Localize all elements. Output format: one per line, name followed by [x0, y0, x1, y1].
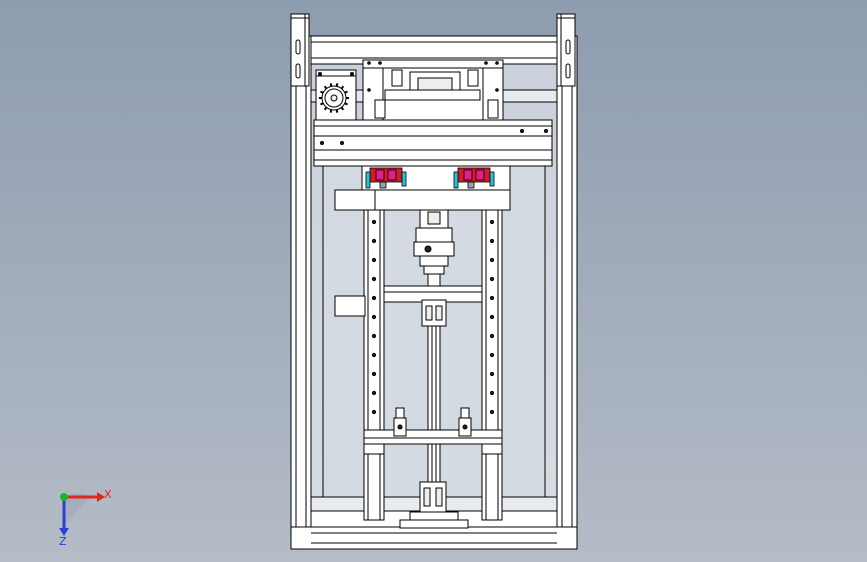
rail-hole: [371, 257, 377, 263]
gear-tooth: [340, 106, 345, 111]
rail-hole: [489, 238, 495, 244]
rail-hole: [371, 238, 377, 244]
rail-hole: [489, 276, 495, 282]
z-axis-label: Z: [59, 535, 67, 548]
triad-origin: [60, 493, 68, 501]
rail-hole: [371, 276, 377, 282]
gear-tooth: [329, 109, 333, 113]
rail-hole: [371, 295, 377, 301]
top-beam: [290, 35, 578, 65]
rail-hole: [489, 409, 495, 415]
gear-tooth: [320, 90, 324, 94]
lifting-bracket-right: [556, 13, 576, 87]
side-block: [334, 295, 366, 317]
rail-hole: [489, 257, 495, 263]
lifting-bracket-left: [290, 13, 310, 87]
vertical-rail-right: [481, 209, 503, 521]
gear-tooth: [340, 85, 345, 90]
z-axis-arrowhead: [59, 528, 69, 536]
rail-hole: [371, 352, 377, 358]
right-post: [556, 35, 578, 550]
rail-hole: [489, 295, 495, 301]
vertical-rail-left: [363, 209, 385, 521]
cylinder-right: [453, 167, 495, 189]
left-post: [290, 35, 312, 550]
rail-hole: [371, 219, 377, 225]
rail-hole: [371, 371, 377, 377]
rail-hole: [371, 333, 377, 339]
bottom-beam: [290, 526, 578, 550]
gear-tooth: [344, 90, 348, 94]
push-rod: [421, 299, 447, 513]
gripper-head: [413, 209, 455, 287]
gear-icon: [319, 83, 349, 113]
rail-hole: [489, 314, 495, 320]
gear-tooth: [329, 83, 333, 87]
cylinder-left: [365, 167, 407, 189]
gear-tooth: [335, 83, 339, 87]
x-axis-arrowhead: [97, 492, 105, 502]
orientation-triad[interactable]: X Z: [59, 488, 112, 548]
gear-tooth: [335, 109, 339, 113]
gear-tooth: [323, 85, 328, 90]
top-carriage: [362, 59, 504, 121]
rail-hole: [489, 390, 495, 396]
horizontal-rail: [313, 119, 553, 167]
gear-tooth: [320, 102, 324, 106]
rail-hole: [489, 333, 495, 339]
rail-hole: [371, 390, 377, 396]
clamp-left: [393, 407, 407, 437]
rail-hole: [371, 409, 377, 415]
clamp-right: [458, 407, 472, 437]
rail-hole: [371, 314, 377, 320]
foot-block: [399, 481, 469, 529]
rail-hole: [489, 371, 495, 377]
rail-hole: [489, 352, 495, 358]
gear-tooth: [323, 106, 328, 111]
gear-tooth: [344, 102, 348, 106]
rail-hole: [489, 219, 495, 225]
x-axis-label: X: [104, 488, 112, 501]
